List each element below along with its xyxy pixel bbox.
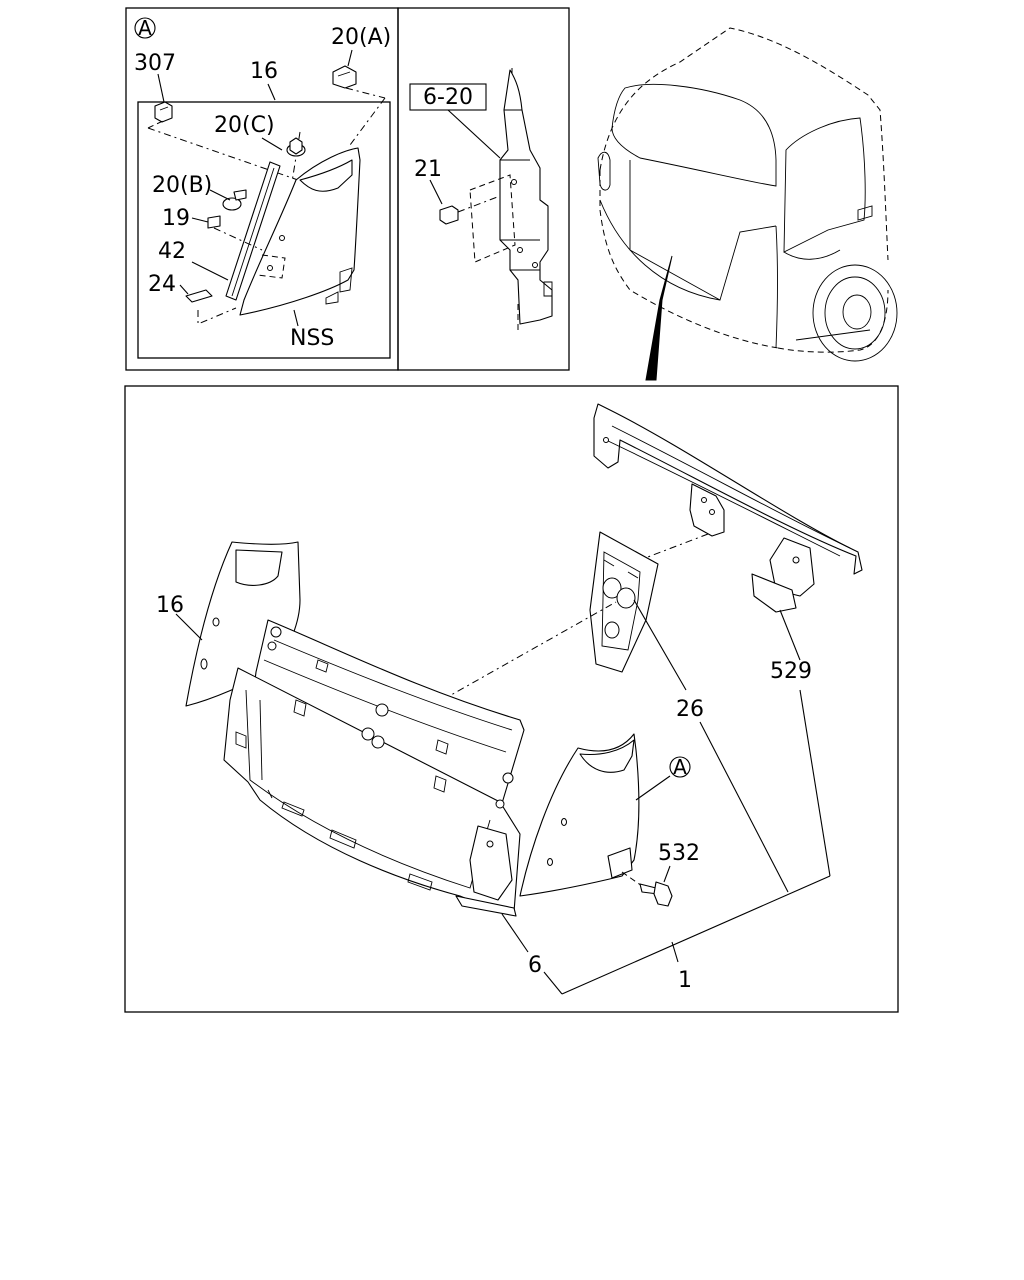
inset-a-inner-frame <box>137 101 391 359</box>
clip-20a-dash <box>345 87 386 99</box>
label-nss: NSS <box>290 326 334 351</box>
leader-6-top <box>501 913 529 953</box>
dash-panel-to-bracket <box>427 601 617 709</box>
leader-20c-inset <box>261 137 283 151</box>
inset-b-dash-panel <box>469 174 516 263</box>
leader-6-20 <box>447 109 501 159</box>
inset-a-circle-marker <box>134 17 156 39</box>
label-24: 24 <box>148 272 176 297</box>
inset-a-dash-307 <box>147 127 299 181</box>
label-26: 26 <box>676 697 704 722</box>
label-16-main: 16 <box>156 593 184 618</box>
pad-24-shape <box>185 289 213 303</box>
leader-16-main <box>175 613 203 641</box>
label-529: 529 <box>770 659 812 684</box>
main-frame <box>124 385 899 1013</box>
label-532: 532 <box>658 841 700 866</box>
leader-assembly-1 <box>561 875 831 995</box>
label-42: 42 <box>158 239 186 264</box>
leader-529-a <box>779 609 801 661</box>
inset-b-detail: 6-20 21 <box>397 7 570 371</box>
label-20a-inset: 20(A) <box>331 25 391 50</box>
label-20b-inset: 20(B) <box>152 173 212 198</box>
cab-locator-arrow <box>645 255 673 381</box>
label-16-inset: 16 <box>250 59 278 84</box>
leader-24 <box>179 284 189 295</box>
leader-nss <box>293 309 299 327</box>
leader-20b-inset <box>209 189 231 201</box>
clip-21-shape <box>439 205 459 225</box>
label-19: 19 <box>162 206 190 231</box>
pad-24-dash <box>197 307 237 325</box>
leader-1 <box>671 941 679 963</box>
clip-307-shape <box>154 101 173 123</box>
label-6-20: 6-20 <box>423 85 473 110</box>
label-1: 1 <box>678 968 692 993</box>
label-6: 6 <box>528 953 542 978</box>
leader-42 <box>191 261 229 281</box>
label-307: 307 <box>134 51 176 76</box>
inset-a-circle-letter: A <box>138 16 152 40</box>
clip-20a-shape <box>332 65 357 89</box>
leader-19 <box>191 217 209 223</box>
leader-20a-inset <box>347 49 353 67</box>
center-bracket-26 <box>589 531 659 673</box>
trim-strip-42 <box>225 161 281 301</box>
dash-right-panel-bolt <box>621 871 643 887</box>
leader-532 <box>663 865 671 883</box>
leader-26-b <box>699 721 789 893</box>
leader-21 <box>429 179 443 205</box>
leader-307 <box>157 73 165 103</box>
bolt-20c-shape <box>286 137 306 157</box>
inset-b-frame <box>397 7 570 371</box>
bolt-532-shape <box>639 881 673 907</box>
truck-cab-illustration <box>597 27 898 381</box>
leader-26-a <box>633 599 687 691</box>
main-front-panel-6 <box>223 619 525 917</box>
leader-6-bottom <box>543 971 563 995</box>
clip-21-dash <box>457 195 501 213</box>
clip-19-shape <box>207 215 221 229</box>
inset-a-dash-20a-panel <box>349 97 386 146</box>
dash-crossmember-bracket <box>639 533 709 561</box>
pillar-bracket-6-20 <box>499 68 553 330</box>
side-panel-nss <box>239 147 361 316</box>
inset-a-detail: A <box>125 7 399 371</box>
label-21: 21 <box>414 157 442 182</box>
leader-circle-a-main <box>635 775 671 801</box>
leader-16-inset <box>267 83 276 101</box>
main-circle-marker <box>669 756 691 778</box>
upper-crossmember <box>593 403 863 613</box>
truck-wheel <box>812 264 898 362</box>
label-6-20-box <box>409 83 487 111</box>
right-side-panel <box>519 733 640 897</box>
clip-307-dash <box>147 119 166 129</box>
main-exploded-view: A 16 26 529 532 6 1 <box>124 385 899 1013</box>
leader-529-b <box>799 689 831 877</box>
bolt-20b-shape <box>222 189 247 211</box>
main-circle-letter: A <box>673 755 687 779</box>
label-20c-inset: 20(C) <box>214 113 275 138</box>
